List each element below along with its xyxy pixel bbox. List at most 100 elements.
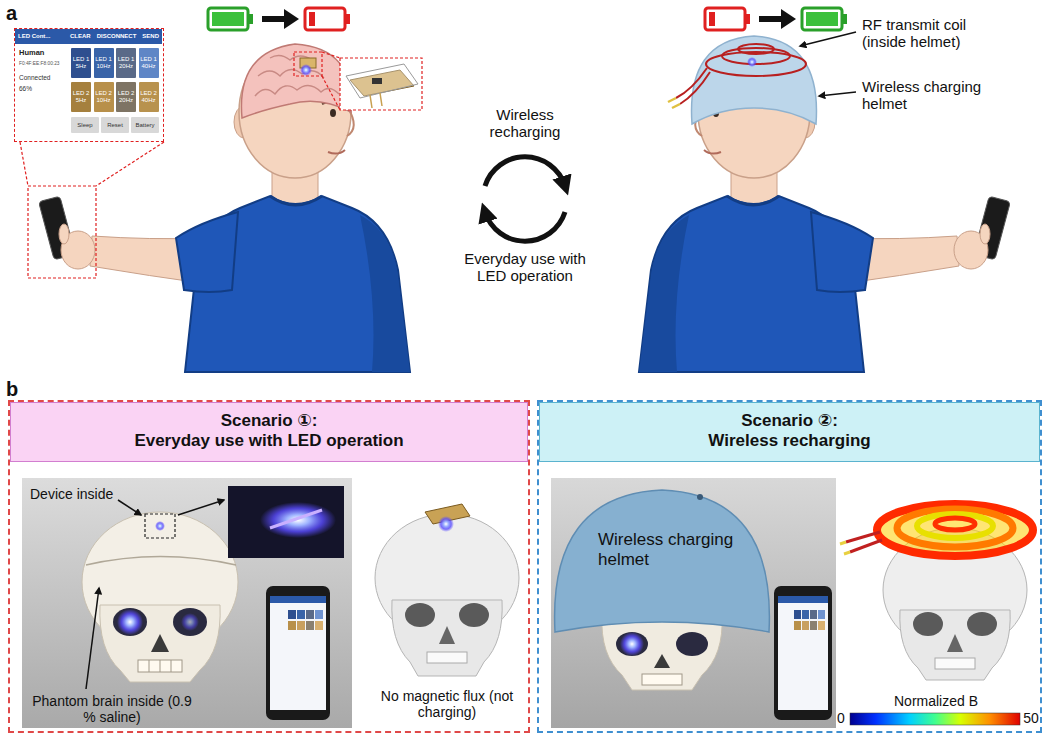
battery-sequence-right bbox=[802, 8, 842, 30]
led-button: LED 2 20Hz bbox=[116, 82, 136, 112]
phone-zoom-outline bbox=[20, 142, 164, 278]
skull-render-1 bbox=[459, 603, 489, 627]
phone-screen: HumanF0:4F:EE:F8:00:23Connected66%LED Co… bbox=[14, 28, 164, 142]
leader-arrows bbox=[800, 32, 856, 96]
led-button: LED 1 5Hz bbox=[71, 48, 91, 78]
battery-sequence-left bbox=[309, 12, 315, 26]
photo-scenario-1 bbox=[155, 521, 165, 531]
photo-scenario-1 bbox=[306, 621, 314, 630]
photo-scenario-2 bbox=[676, 632, 708, 656]
callout-label: Phantom brain inside (0.9 % saline) bbox=[26, 693, 198, 725]
charging-helmet bbox=[738, 44, 774, 54]
photo-scenario-1 bbox=[270, 596, 326, 603]
skull-render-1 bbox=[427, 652, 467, 663]
photo-scenario-1 bbox=[118, 500, 141, 515]
battery-sequence-right bbox=[746, 14, 750, 24]
battery-sequence-right bbox=[709, 12, 715, 26]
button-label: Sleep bbox=[77, 122, 92, 129]
brain bbox=[241, 44, 351, 118]
photo-scenario-2 bbox=[810, 610, 817, 619]
led-button: LED 2 40Hz bbox=[139, 82, 159, 112]
photo-scenario-1 bbox=[288, 610, 296, 619]
heading-band: Scenario ②:Wireless recharging bbox=[539, 402, 1040, 462]
photo-scenario-1 bbox=[306, 610, 314, 619]
scenario-heading: Scenario ①: bbox=[17, 411, 521, 431]
battery-sequence-left bbox=[262, 16, 286, 22]
button-label: LED 1 5Hz bbox=[72, 56, 90, 70]
photo-scenario-2 bbox=[642, 674, 682, 685]
photo-scenario-1 bbox=[270, 596, 326, 710]
callout-label: Wireless charging helmet bbox=[862, 78, 992, 113]
skull-render-2 bbox=[913, 612, 943, 636]
device-inset bbox=[322, 52, 340, 58]
colorbar-tick: 0 bbox=[831, 710, 851, 726]
brain bbox=[241, 44, 351, 118]
heading-band: Scenario ①:Everyday use with LED operati… bbox=[10, 402, 528, 462]
button-label: LED 2 5Hz bbox=[72, 90, 90, 104]
photo-scenario-1 bbox=[117, 609, 143, 635]
skull-render-2 bbox=[877, 504, 1033, 556]
battery-sequence-left bbox=[208, 8, 350, 30]
photo-scenario-2 bbox=[794, 621, 801, 630]
photo-scenario-1 bbox=[86, 557, 236, 566]
photo-scenario-1 bbox=[173, 608, 207, 636]
led-button: LED 1 10Hz bbox=[94, 48, 114, 78]
photo-scenario-1 bbox=[315, 610, 323, 619]
battery-sequence-right bbox=[759, 16, 783, 22]
photo-scenario-1 bbox=[181, 613, 199, 631]
skull-render-2 bbox=[897, 509, 1013, 547]
photo-scenario-2 bbox=[802, 621, 809, 630]
screen-text: F0:4F:EE:F8:00:23 bbox=[19, 61, 60, 67]
led-button: LED 1 40Hz bbox=[139, 48, 159, 78]
skull-render-2 bbox=[850, 540, 882, 552]
photo-scenario-1 bbox=[22, 478, 352, 728]
device-inset bbox=[322, 76, 340, 110]
caption-label: No magnetic flux (not charging) bbox=[377, 688, 517, 720]
photo-scenario-1 bbox=[149, 660, 171, 672]
skull-render-2 bbox=[947, 634, 963, 652]
scenario-heading: Scenario ②: bbox=[546, 411, 1033, 431]
skull-render-2 bbox=[846, 532, 880, 542]
skull-render-1 bbox=[392, 600, 502, 676]
photo-scenario-2 bbox=[810, 621, 817, 630]
photo-scenario-2 bbox=[818, 610, 825, 619]
battery-sequence-left bbox=[212, 12, 244, 26]
photo-scenario-1 bbox=[288, 621, 296, 630]
photo-scenario-1 bbox=[266, 586, 330, 720]
device-inset bbox=[370, 95, 372, 108]
panel-letter: a bbox=[6, 2, 17, 25]
photo-scenario-2 bbox=[555, 490, 770, 632]
photo-scenario-2 bbox=[778, 596, 828, 603]
header-text: LED Cont... bbox=[18, 33, 50, 40]
button-label: Battery bbox=[135, 122, 154, 129]
arrow-label: Wireless recharging bbox=[475, 106, 575, 141]
device-inset bbox=[294, 52, 422, 110]
scenario-heading: Wireless recharging bbox=[546, 431, 1033, 451]
photo-scenario-2 bbox=[778, 596, 828, 710]
photo-scenario-1 bbox=[113, 608, 147, 636]
photo-scenario-1 bbox=[100, 605, 220, 682]
battery-sequence-left bbox=[346, 14, 350, 24]
skull-render-2 bbox=[900, 610, 1010, 680]
charging-helmet bbox=[706, 52, 806, 76]
photo-scenario-1 bbox=[86, 588, 99, 689]
photo-scenario-2 bbox=[602, 615, 722, 690]
photo-scenario-2 bbox=[697, 494, 703, 500]
skull-render-2 bbox=[877, 504, 1033, 556]
battery-sequence-right bbox=[806, 12, 838, 26]
photo-scenario-1 bbox=[151, 634, 169, 652]
photo-scenario-2 bbox=[802, 610, 809, 619]
battery-sequence-right bbox=[705, 8, 745, 30]
skull-render-2 bbox=[840, 542, 850, 554]
button-label: LED 2 10Hz bbox=[95, 90, 113, 104]
charging-helmet bbox=[668, 36, 816, 124]
callout-label: Wireless charging helmet bbox=[598, 530, 748, 569]
battery-sequence-left bbox=[208, 8, 248, 30]
device-inset bbox=[346, 64, 418, 98]
callout-label: RF transmit coil (inside helmet) bbox=[862, 16, 1012, 51]
screen-text: 66% bbox=[19, 85, 32, 92]
scenario-heading: Everyday use with LED operation bbox=[17, 431, 521, 451]
charging-helmet bbox=[747, 57, 757, 67]
button-label: LED 1 40Hz bbox=[140, 56, 158, 70]
